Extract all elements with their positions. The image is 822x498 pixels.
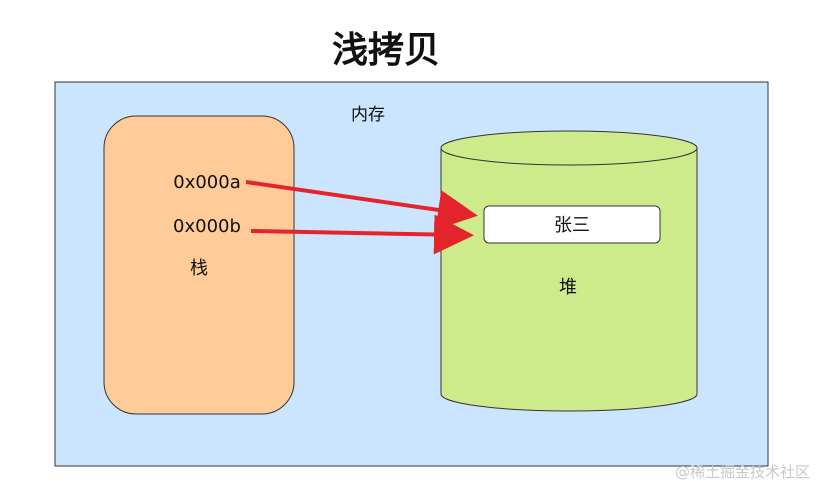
diagram-title: 浅拷贝	[332, 30, 440, 71]
stack-box	[103, 115, 295, 415]
heap-object-box	[483, 205, 661, 244]
heap-object-label: 张三	[554, 215, 590, 236]
memory-label: 内存	[351, 105, 385, 125]
watermark: @稀土掘金技术社区	[675, 463, 810, 481]
reference-arrow-b	[250, 214, 474, 255]
stack-address-b: 0x000b	[173, 216, 241, 237]
stack-label: 栈	[190, 258, 208, 279]
heap-label: 堆	[559, 277, 577, 298]
reference-arrow-a	[245, 180, 478, 230]
stack-address-a: 0x000a	[173, 172, 241, 193]
heap-cylinder	[440, 130, 698, 412]
